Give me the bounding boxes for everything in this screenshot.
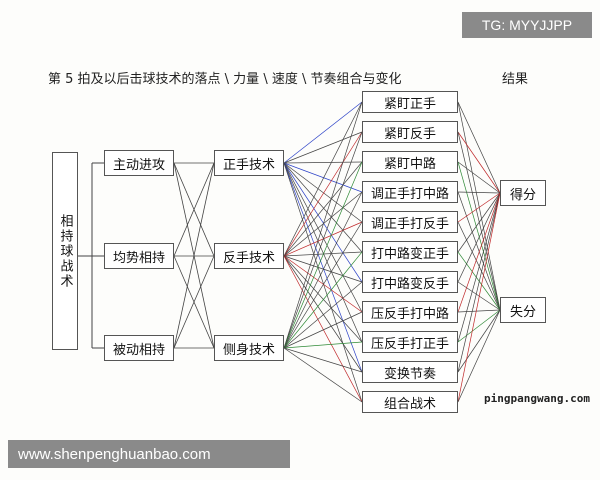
- technique-2-to-tactic-6-line: [283, 281, 363, 349]
- technique-1-to-tactic-5-line: [283, 251, 363, 257]
- technique-1-to-tactic-9-line: [283, 255, 363, 373]
- tactic-node-0: 紧盯正手: [362, 91, 458, 113]
- technique-0-to-tactic-0-line: [283, 101, 363, 164]
- situation-2-to-technique-1-line: [173, 255, 215, 349]
- technique-0-to-tactic-8-line: [283, 162, 363, 343]
- tactic-0-to-outcome-0-line: [457, 101, 501, 194]
- situation-node-1: 均势相持: [104, 243, 174, 269]
- technique-0-to-tactic-7-line: [283, 162, 363, 313]
- technique-2-to-tactic-1-line: [283, 131, 363, 349]
- technique-node-0: 正手技术: [214, 150, 284, 176]
- tactic-7-to-outcome-1-line: [457, 309, 501, 313]
- tactic-node-10: 组合战术: [362, 391, 458, 413]
- situation-node-2: 被动相持: [104, 335, 174, 361]
- technique-1-to-tactic-0-line: [283, 101, 363, 257]
- tactic-node-6: 打中路变反手: [362, 271, 458, 293]
- tactic-1-to-outcome-1-line: [457, 131, 501, 311]
- tg-badge: TG: MYYJJPP: [462, 12, 592, 38]
- tactic-8-to-outcome-0-line: [457, 192, 501, 343]
- technique-2-to-tactic-2-line: [283, 161, 363, 349]
- tactic-0-to-outcome-1-line: [457, 101, 501, 311]
- tactic-4-to-outcome-1-line: [457, 221, 501, 311]
- diagram-title: 第 5 拍及以后击球技术的落点 \ 力量 \ 速度 \ 节奏组合与变化: [48, 72, 402, 87]
- technique-0-to-tactic-4-line: [283, 162, 363, 223]
- tactic-1-to-outcome-0-line: [457, 131, 501, 194]
- technique-2-to-tactic-3-line: [283, 191, 363, 349]
- technique-2-to-tactic-7-line: [283, 311, 363, 349]
- technique-1-to-tactic-10-line: [283, 255, 363, 403]
- result-column-label: 结果: [502, 72, 529, 87]
- technique-1-to-tactic-1-line: [283, 131, 363, 257]
- outcome-node-win: 得分: [500, 180, 546, 206]
- tactic-node-7: 压反手打中路: [362, 301, 458, 323]
- tactic-node-8: 压反手打正手: [362, 331, 458, 353]
- situation-2-to-technique-0-line: [173, 162, 215, 349]
- tactic-node-9: 变换节奏: [362, 361, 458, 383]
- tactic-node-3: 调正手打中路: [362, 181, 458, 203]
- outcome-node-lose: 失分: [500, 297, 546, 323]
- tactic-node-5: 打中路变正手: [362, 241, 458, 263]
- tactic-10-to-outcome-0-line: [457, 192, 501, 403]
- technique-0-to-tactic-10-line: [283, 162, 363, 403]
- technique-2-to-tactic-0-line: [283, 101, 363, 349]
- tactic-9-to-outcome-0-line: [457, 192, 501, 373]
- tactic-node-2: 紧盯中路: [362, 151, 458, 173]
- tactic-7-to-outcome-0-line: [457, 192, 501, 313]
- footer-url-banner: www.shenpenghuanbao.com: [8, 440, 290, 468]
- tactic-2-to-outcome-1-line: [457, 161, 501, 311]
- tactic-8-to-outcome-1-line: [457, 309, 501, 343]
- tactic-6-to-outcome-0-line: [457, 192, 501, 283]
- tactic-node-1: 紧盯反手: [362, 121, 458, 143]
- situation-node-0: 主动进攻: [104, 150, 174, 176]
- technique-0-to-tactic-1-line: [283, 131, 363, 164]
- technique-1-to-tactic-6-line: [283, 255, 363, 283]
- technique-1-to-tactic-8-line: [283, 255, 363, 343]
- technique-2-to-tactic-10-line: [283, 347, 363, 403]
- tactic-3-to-outcome-1-line: [457, 191, 501, 311]
- tactic-10-to-outcome-1-line: [457, 309, 501, 403]
- tactic-9-to-outcome-1-line: [457, 309, 501, 373]
- technique-0-to-tactic-5-line: [283, 162, 363, 253]
- tactic-4-to-outcome-0-line: [457, 192, 501, 223]
- technique-0-to-tactic-9-line: [283, 162, 363, 373]
- tactic-node-4: 调正手打反手: [362, 211, 458, 233]
- technique-2-to-tactic-8-line: [283, 341, 363, 349]
- technique-node-1: 反手技术: [214, 243, 284, 269]
- technique-0-to-tactic-2-line: [283, 161, 363, 164]
- technique-2-to-tactic-5-line: [283, 251, 363, 349]
- site-watermark: pingpangwang.com: [484, 392, 590, 405]
- tactic-2-to-outcome-0-line: [457, 161, 501, 194]
- tactic-3-to-outcome-0-line: [457, 191, 501, 194]
- technique-2-to-tactic-4-line: [283, 221, 363, 349]
- technique-1-to-tactic-2-line: [283, 161, 363, 257]
- technique-0-to-tactic-3-line: [283, 162, 363, 193]
- situation-1-to-technique-0-line: [173, 162, 215, 257]
- technique-2-to-tactic-9-line: [283, 347, 363, 373]
- root-node: 相持球战术: [52, 152, 78, 350]
- tactic-5-to-outcome-0-line: [457, 192, 501, 253]
- technique-node-2: 侧身技术: [214, 335, 284, 361]
- technique-0-to-tactic-6-line: [283, 162, 363, 283]
- technique-1-to-tactic-7-line: [283, 255, 363, 313]
